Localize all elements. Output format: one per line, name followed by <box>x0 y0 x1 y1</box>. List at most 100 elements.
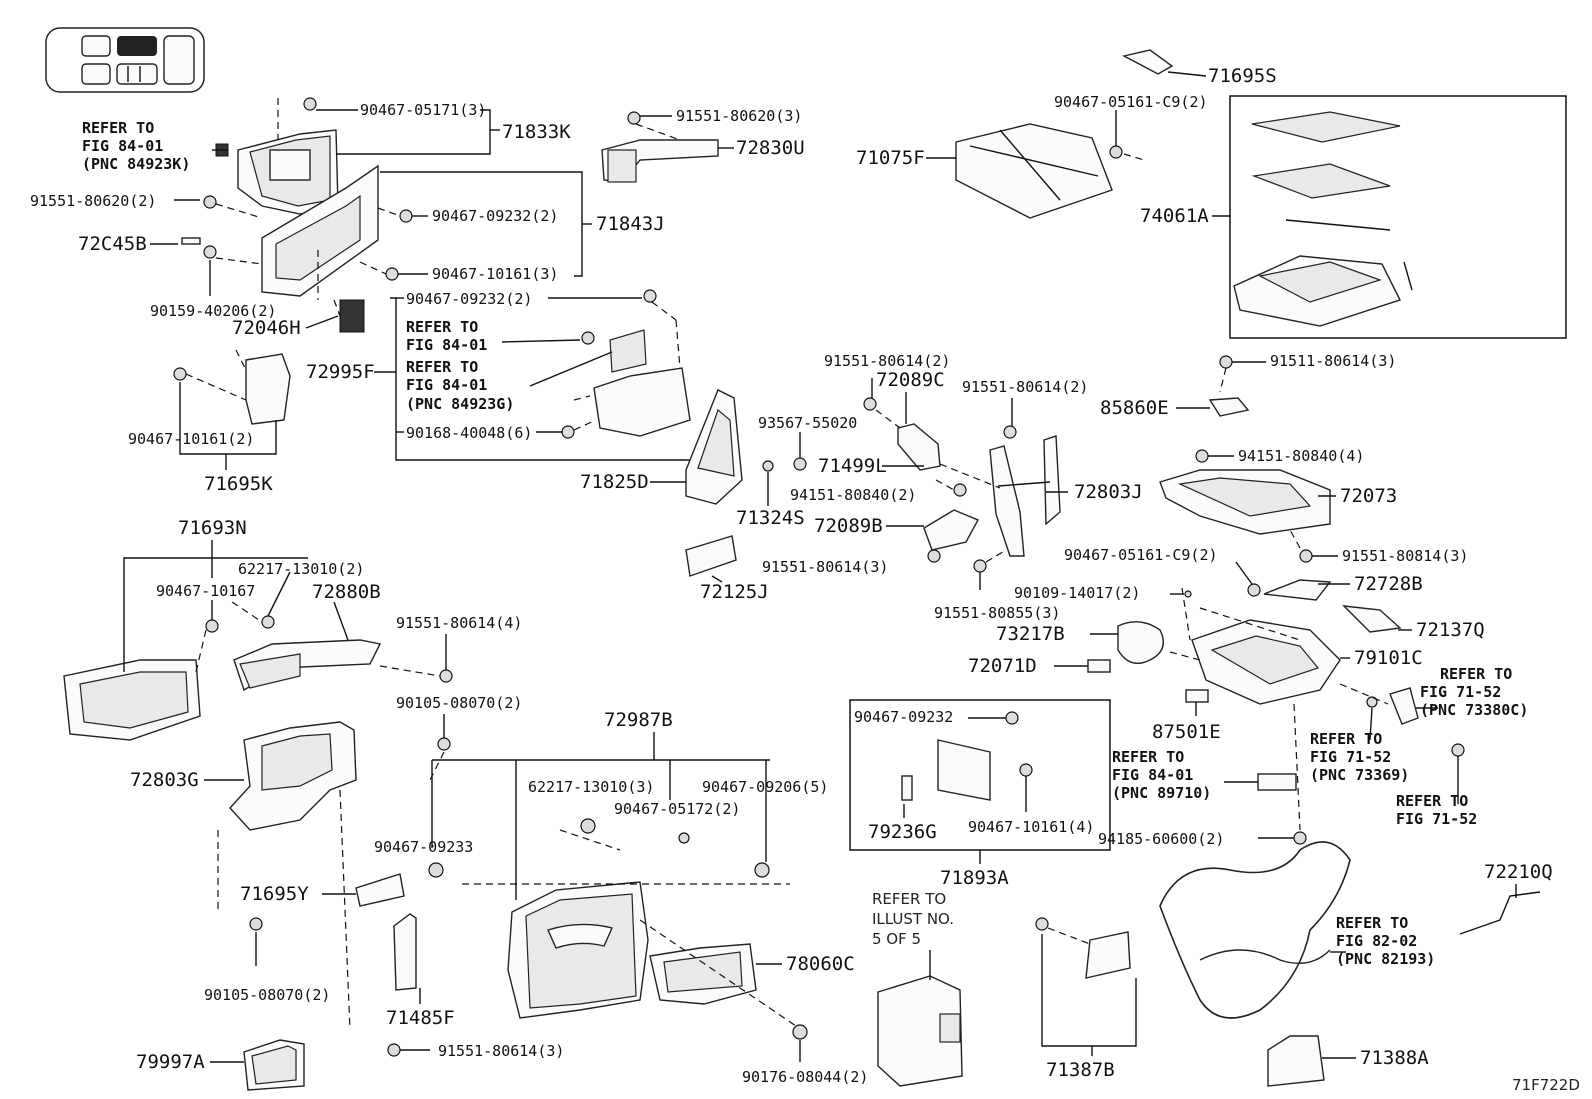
part-label: 78060C <box>786 953 855 975</box>
fastener-label: 90467-05172(2) <box>614 800 740 818</box>
illust-note-line-1: REFER TO <box>872 890 946 908</box>
ref-block-8-line-1: REFER TO <box>1336 914 1408 932</box>
part-73217B-group <box>1054 621 1164 673</box>
ref-block-1-line-1: REFER TO <box>82 119 154 137</box>
fastener-label: 90467-10161(3) <box>432 265 558 283</box>
part-label: 72728B <box>1354 573 1423 595</box>
figure-code: 71F722D <box>1512 1076 1580 1094</box>
part-label: 72880B <box>312 581 381 603</box>
fastener-label: 94185-60600(2) <box>1098 830 1224 848</box>
fastener-label: 90467-05171(3) <box>360 101 486 119</box>
fastener-label: 90159-40206(2) <box>150 302 276 320</box>
fastener-label: 91551-80620(3) <box>676 107 802 125</box>
ref-block-6-line-3: (PNC 73369) <box>1310 766 1409 784</box>
part-71825D-group <box>650 389 807 506</box>
fastener-label: 90467-05161-C9(2) <box>1054 93 1208 111</box>
part-label: 71388A <box>1360 1047 1429 1069</box>
part-label: 87501E <box>1152 721 1221 743</box>
fastener-label: 90105-08070(2) <box>204 986 330 1004</box>
part-71695Y-group <box>210 873 421 1091</box>
part-label: 72137Q <box>1416 619 1485 641</box>
ref-block-5-line-3: (PNC 89710) <box>1112 784 1211 802</box>
part-label: 72987B <box>604 709 673 731</box>
vehicle-locator-icon <box>45 27 205 93</box>
wire-harness-group <box>1159 841 1351 1019</box>
part-71893A-group <box>849 699 1111 864</box>
fastener-label: 90467-09232 <box>854 708 953 726</box>
part-label: 79236G <box>868 821 937 843</box>
fastener-label: 91551-80814(3) <box>1342 547 1468 565</box>
part-72125J-group <box>685 535 737 583</box>
part-label: 71825D <box>580 471 649 493</box>
part-label: 71075F <box>856 147 925 169</box>
part-label: 71695S <box>1208 65 1277 87</box>
part-label: 79997A <box>136 1051 205 1073</box>
illust-note-line-3: 5 OF 5 <box>872 930 921 948</box>
ref-block-4-line-1: REFER TO <box>1440 665 1512 683</box>
ref-block-8-line-3: (PNC 82193) <box>1336 950 1435 968</box>
part-label: 72046H <box>232 317 301 339</box>
ref-block-6-line-2: FIG 71-52 <box>1310 748 1391 766</box>
part-71075F-group <box>926 49 1567 339</box>
part-label: 72803G <box>130 769 199 791</box>
ref-block-1-line-3: (PNC 84923K) <box>82 155 190 173</box>
part-label: 85860E <box>1100 397 1169 419</box>
part-label: 72210Q <box>1484 861 1553 883</box>
fastener-label: 90467-10161(4) <box>968 818 1094 836</box>
part-label: 72830U <box>736 137 805 159</box>
ref-block-3-line-1: REFER TO <box>406 358 478 376</box>
fastener-label: 90176-08044(2) <box>742 1068 868 1086</box>
part-label: 71843J <box>596 213 665 235</box>
ref-block-1-line-2: FIG 84-01 <box>82 137 163 155</box>
part-72995F-group <box>374 289 691 461</box>
part-72210Q-group <box>1459 884 1541 935</box>
part-72987B-group <box>428 732 808 1062</box>
fastener-label: 91551-80855(3) <box>934 604 1060 622</box>
part-label: 72C45B <box>78 233 147 255</box>
part-label: 74061A <box>1140 205 1209 227</box>
fastener-label: 91511-80614(3) <box>1270 352 1396 370</box>
fastener-label: 91551-80614(4) <box>396 614 522 632</box>
fastener-label: 62217-13010(2) <box>238 560 364 578</box>
fastener-label: 91551-80620(2) <box>30 192 156 210</box>
part-label: 72995F <box>306 361 375 383</box>
part-71387B-group <box>1035 917 1137 1056</box>
part-label: 71387B <box>1046 1059 1115 1081</box>
ref-block-5-line-1: REFER TO <box>1112 748 1184 766</box>
ref-block-5-line-2: FIG 84-01 <box>1112 766 1193 784</box>
part-label: 71693N <box>178 517 247 539</box>
part-label: 72089C <box>876 369 945 391</box>
part-label: 71695K <box>204 473 273 495</box>
fastener-label: 94151-80840(4) <box>1238 447 1364 465</box>
fastener-label: 90467-09206(5) <box>702 778 828 796</box>
part-label: 72803J <box>1074 481 1143 503</box>
fastener-label: 90467-09232(2) <box>432 207 558 225</box>
ref-block-7-line-1: REFER TO <box>1396 792 1468 810</box>
console-box-part <box>877 950 963 1087</box>
part-label: 71499L <box>818 455 887 477</box>
part-72803G-group <box>204 714 451 1057</box>
fastener-label: 91551-80614(3) <box>438 1042 564 1060</box>
fastener-label: 90467-09233 <box>374 838 473 856</box>
ref-block-2-line-2: FIG 84-01 <box>406 336 487 354</box>
part-72830U-group <box>601 111 734 183</box>
part-71693N-group <box>63 540 453 741</box>
fastener-label: 91551-80614(2) <box>962 378 1088 396</box>
part-label: 72125J <box>700 581 769 603</box>
part-label: 72089B <box>814 515 883 537</box>
fastener-label: 90467-09232(2) <box>406 290 532 308</box>
part-label: 71833K <box>502 121 571 143</box>
fastener-label: 90467-05161-C9(2) <box>1064 546 1218 564</box>
ref-block-4-line-2: FIG 71-52 <box>1420 683 1501 701</box>
fastener-label: 90168-40048(6) <box>406 424 532 442</box>
ref-block-8-line-2: FIG 82-02 <box>1336 932 1417 950</box>
part-71833K-group <box>181 97 413 333</box>
part-85860E-group <box>1176 355 1266 417</box>
part-label: 71695Y <box>240 883 309 905</box>
part-label: 72073 <box>1340 485 1397 507</box>
part-label: 79101C <box>1354 647 1423 669</box>
fastener-label: 91551-80614(3) <box>762 558 888 576</box>
part-72073-group <box>1159 449 1338 563</box>
part-label: 71893A <box>940 867 1009 889</box>
